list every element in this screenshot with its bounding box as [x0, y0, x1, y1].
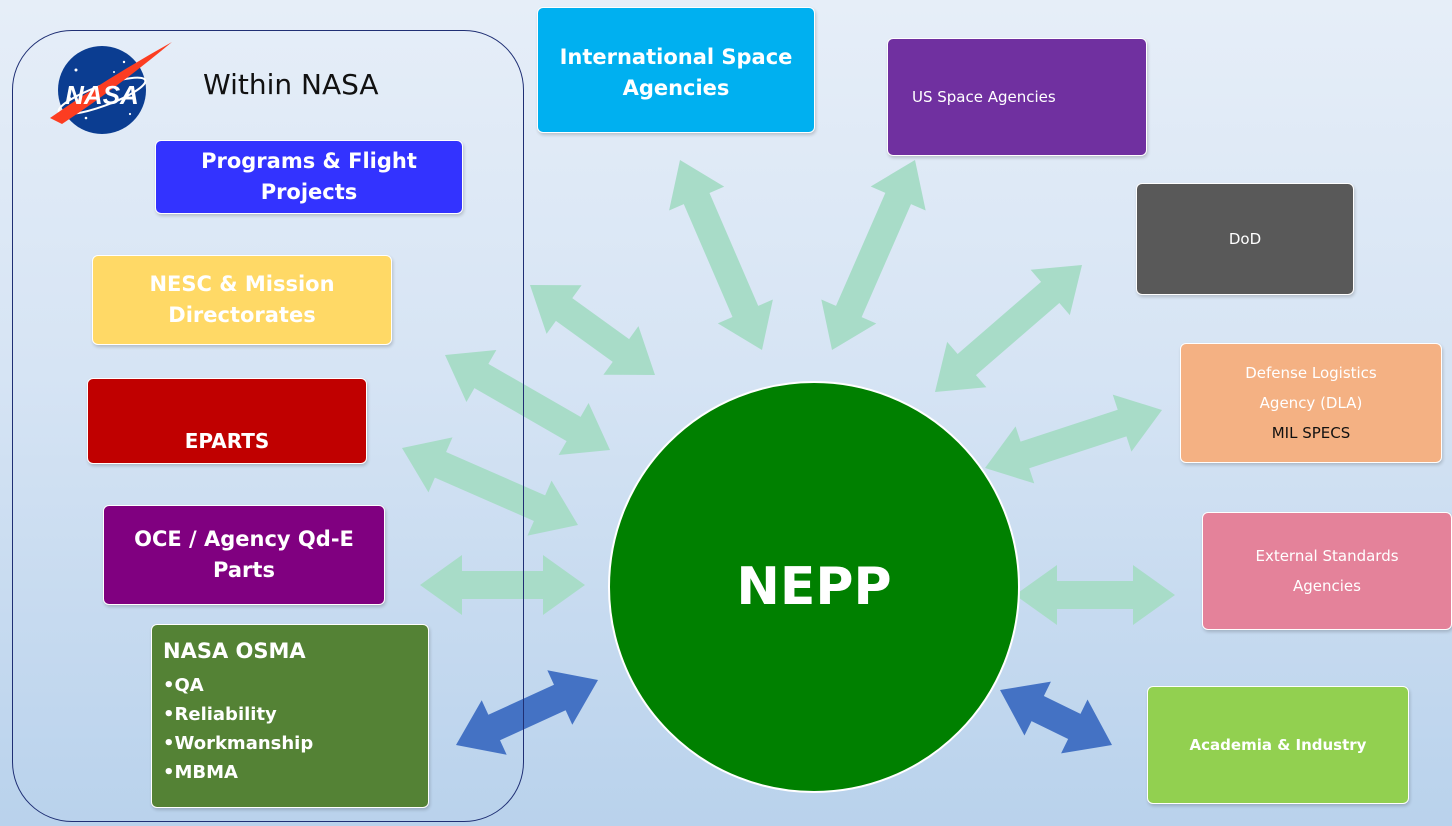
programs-label: Programs & Flight Projects [201, 149, 417, 204]
eparts-box: EPARTS [87, 378, 367, 464]
arrow-academia [1000, 681, 1113, 754]
us-space-label: US Space Agencies [912, 88, 1056, 106]
standards-label-line2: Agencies [1293, 577, 1361, 595]
arrow-oce [420, 555, 585, 615]
oce-agency-parts-box: OCE / Agency Qd-E Parts [103, 505, 385, 605]
nesc-mission-directorates-box: NESC & Mission Directorates [92, 255, 392, 345]
nasa-logo-text: NASA [65, 80, 139, 110]
arrow-programs [530, 285, 655, 375]
academia-industry-box: Academia & Industry [1147, 686, 1409, 804]
nesc-label: NESC & Mission Directorates [149, 272, 335, 327]
osma-title: NASA OSMA [163, 639, 306, 663]
arrow-nesc [445, 349, 610, 456]
mil-specs-label: MIL SPECS [1271, 424, 1351, 442]
arrow-dla [984, 394, 1162, 484]
dla-label-line2: Agency (DLA) [1259, 394, 1363, 412]
osma-item-qa: •QA [163, 675, 204, 696]
nepp-label: NEPP [736, 557, 892, 617]
eparts-label: EPARTS [184, 429, 270, 453]
dod-label: DoD [1228, 230, 1262, 248]
arrow-us-space [821, 160, 926, 351]
osma-item-reliability: •Reliability [163, 704, 277, 725]
external-standards-box: External Standards Agencies [1202, 512, 1452, 630]
within-nasa-frame [12, 30, 524, 822]
nasa-logo-icon: NASA [50, 42, 172, 134]
dla-label-line1: Defense Logistics [1245, 364, 1377, 382]
arrow-eparts [402, 437, 579, 536]
nepp-circle: NEPP [608, 381, 1020, 793]
arrow-international [669, 160, 773, 351]
within-nasa-label: Within NASA [203, 68, 379, 101]
arrow-standards [1015, 565, 1175, 625]
nasa-osma-box: NASA OSMA •QA •Reliability •Workmanship … [151, 624, 429, 808]
programs-flight-projects-box: Programs & Flight Projects [155, 140, 463, 214]
oce-label: OCE / Agency Qd-E Parts [134, 527, 354, 582]
osma-item-mbma: •MBMA [163, 762, 238, 783]
us-space-agencies-box: US Space Agencies [887, 38, 1147, 156]
arrow-osma [456, 670, 599, 755]
standards-label-line1: External Standards [1255, 547, 1399, 565]
academia-label: Academia & Industry [1189, 736, 1367, 754]
arrow-dod [934, 265, 1082, 393]
dod-box: DoD [1136, 183, 1354, 295]
international-space-agencies-box: International Space Agencies [537, 7, 815, 133]
osma-item-workmanship: •Workmanship [163, 733, 314, 754]
international-label: International Space Agencies [559, 45, 793, 100]
dla-box: Defense Logistics Agency (DLA) MIL SPECS [1180, 343, 1442, 463]
